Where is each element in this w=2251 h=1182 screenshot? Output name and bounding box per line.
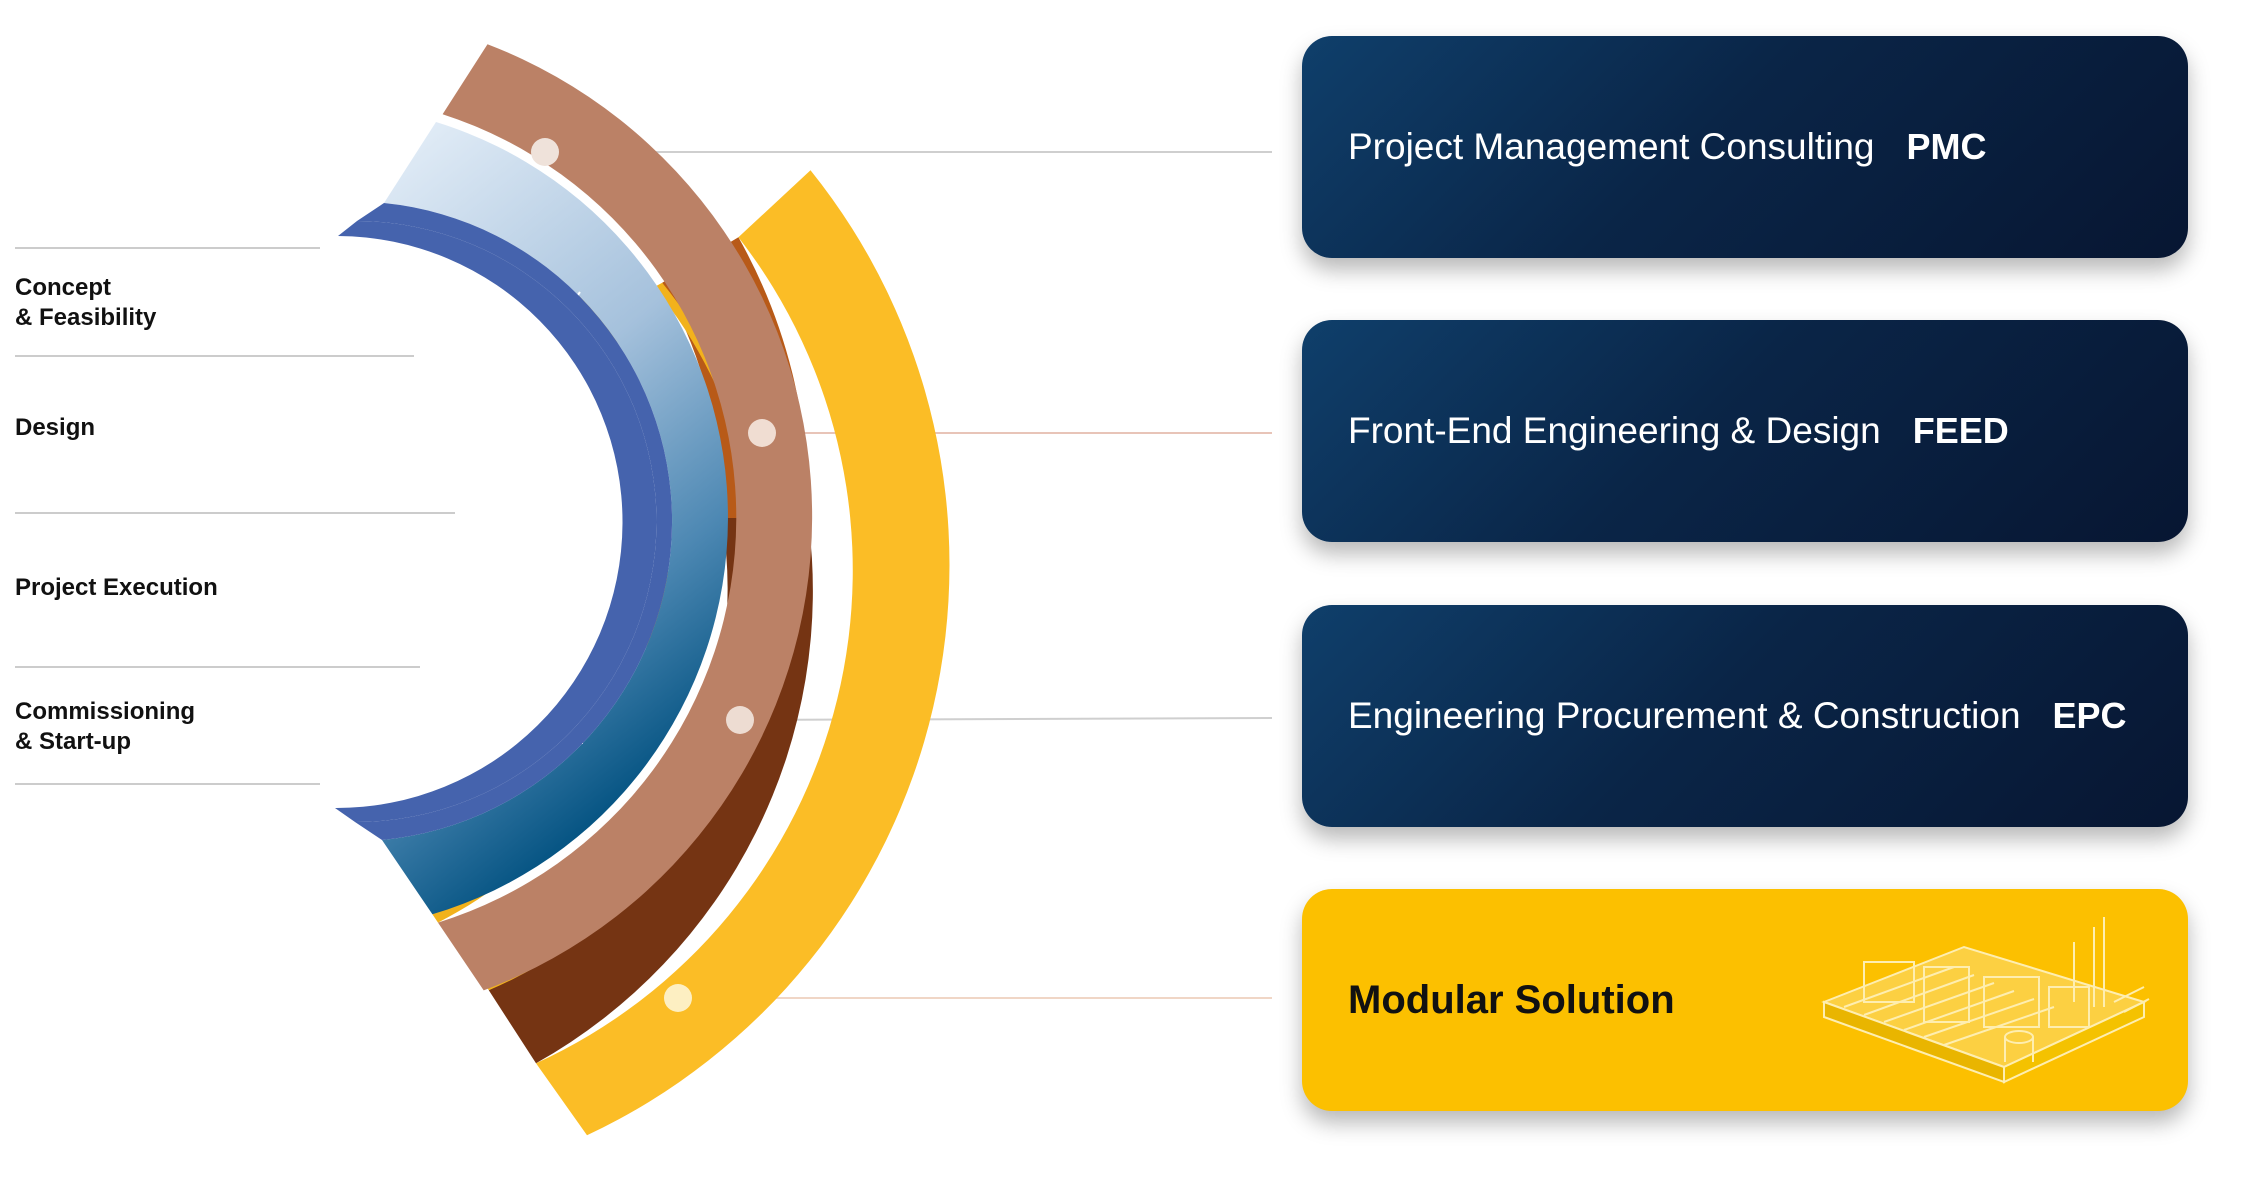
service-card-epc[interactable]: Engineering Procurement & Construction E…: [1302, 605, 2188, 827]
industrial-plant-icon: [1821, 917, 2150, 1084]
pmc-ring: [438, 44, 813, 991]
modular-solution-ring: [536, 170, 950, 1136]
project-phases-ring-title: Project Phases: [427, 322, 538, 608]
service-card-feed[interactable]: Front-End Engineering & Design FEED: [1302, 320, 2188, 542]
phase-label-concept-feasibility: Concept & Feasibility: [15, 274, 157, 331]
service-title: Project Management Consulting: [1348, 126, 1875, 167]
service-card-modular-solution[interactable]: Modular Solution: [1302, 889, 2188, 1111]
service-title: Engineering Procurement & Construction: [1348, 695, 2021, 736]
service-abbreviation: EPC: [2052, 695, 2127, 736]
phase-label-design: Design: [15, 414, 96, 441]
service-abbreviation: FEED: [1912, 410, 2009, 451]
service-title: Modular Solution: [1348, 977, 1675, 1022]
pmc-marker-dot[interactable]: [531, 138, 559, 166]
phase-sector-divider: [514, 511, 633, 547]
phase-label-commissioning-startup: Commissioning & Start-up: [15, 698, 196, 755]
epc-marker-dot[interactable]: [726, 706, 754, 734]
service-card-pmc[interactable]: Project Management Consulting PMC: [1302, 36, 2188, 258]
phase-label-project-execution: Project Execution: [15, 574, 218, 601]
service-title: Front-End Engineering & Design: [1348, 410, 1881, 451]
connector-line-epc: [739, 717, 1273, 721]
modular-marker-dot[interactable]: [664, 984, 692, 1012]
feed-marker-dot[interactable]: [748, 419, 776, 447]
project-phases-sector: [382, 122, 728, 915]
service-abbreviation: PMC: [1906, 126, 1987, 167]
